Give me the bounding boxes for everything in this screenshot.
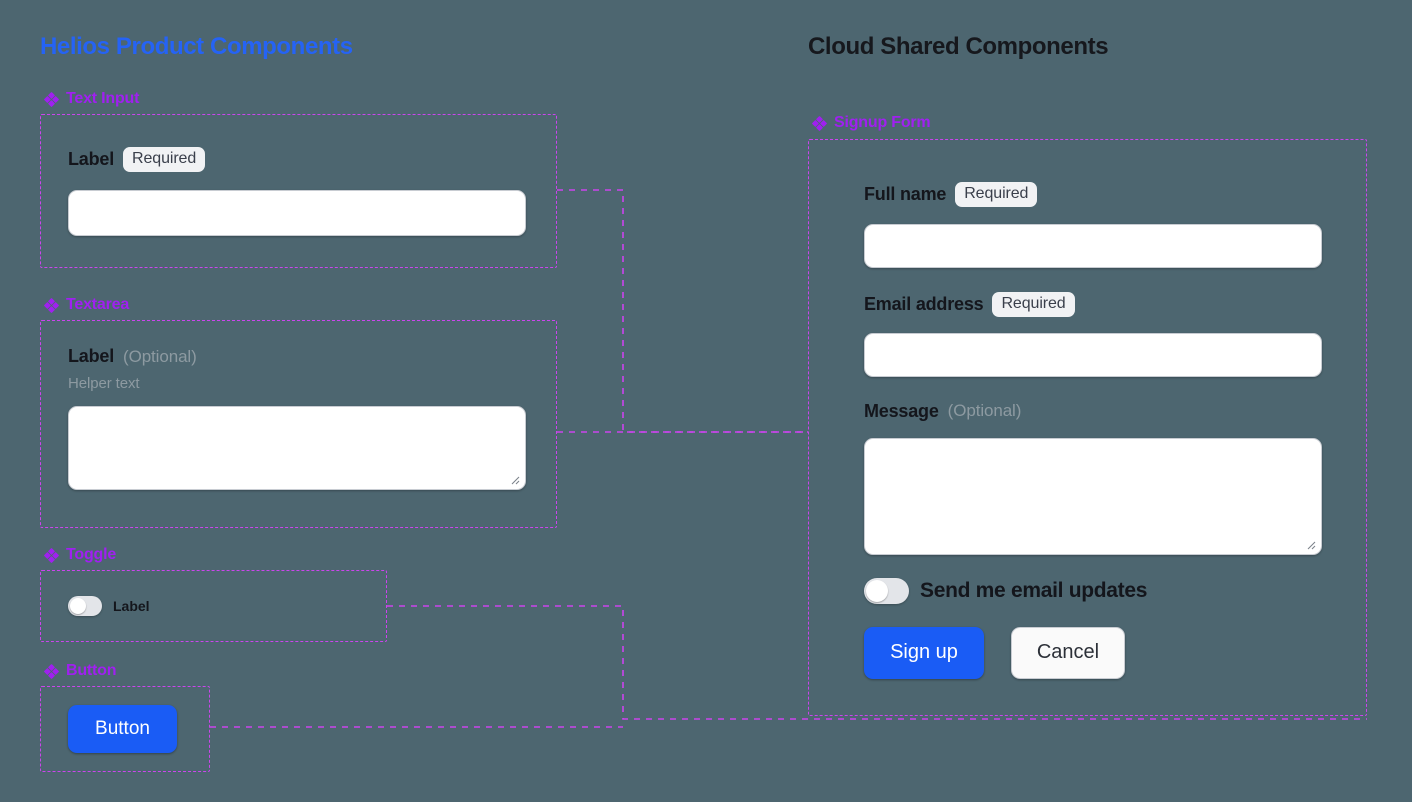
section-label-button: Button: [44, 662, 117, 680]
component-box-signup-form: Full name Required Email address Require…: [808, 139, 1367, 716]
component-box-text-input: Label Required: [40, 114, 557, 268]
resize-grip-icon[interactable]: [508, 473, 520, 485]
textarea-helper-text: Helper text: [68, 375, 140, 392]
component-box-button: Button: [40, 686, 210, 772]
email-updates-switch[interactable]: [864, 577, 909, 604]
diamond-icon: [44, 297, 59, 313]
textarea-label: Label: [68, 346, 115, 366]
toggle-switch[interactable]: [68, 596, 102, 616]
section-label-text: Button: [66, 662, 117, 679]
email-input[interactable]: [864, 332, 1322, 377]
toggle-label: Label: [113, 598, 150, 614]
cancel-button[interactable]: Cancel: [1011, 626, 1125, 679]
message-textarea[interactable]: [864, 437, 1322, 555]
message-label-row: Message (Optional): [864, 401, 1366, 422]
section-label-signup-form: Signup Form: [812, 114, 931, 132]
sign-up-button[interactable]: Sign up: [864, 626, 984, 679]
section-label-toggle: Toggle: [44, 546, 116, 564]
section-label-text: Toggle: [66, 546, 117, 563]
left-column-title: Helios Product Components: [40, 33, 353, 60]
email-updates-label: Send me email updates: [920, 578, 1148, 602]
section-label-text: Signup Form: [834, 114, 931, 131]
text-input-field[interactable]: [68, 189, 526, 236]
diamond-icon: [44, 91, 59, 107]
email-label: Email address: [864, 293, 984, 314]
full-name-label: Full name: [864, 183, 947, 204]
right-column-title: Cloud Shared Components: [808, 33, 1109, 60]
section-label-text: Text Input: [66, 90, 140, 107]
email-label-row: Email address Required: [864, 291, 1366, 317]
textarea-label-row: Label (Optional): [68, 346, 556, 367]
email-updates-toggle-row[interactable]: Send me email updates: [864, 577, 1366, 604]
section-label-textarea: Textarea: [44, 296, 129, 314]
message-label: Message: [864, 400, 939, 421]
section-label-text: Textarea: [66, 296, 130, 313]
text-input-label: Label: [68, 148, 115, 169]
diamond-icon: [44, 547, 59, 563]
diamond-icon: [44, 663, 59, 679]
textarea-field[interactable]: [68, 406, 526, 490]
required-badge: Required: [955, 182, 1038, 207]
form-actions: Sign up Cancel: [864, 626, 1366, 679]
message-optional-tag: (Optional): [947, 401, 1022, 421]
required-badge: Required: [123, 147, 206, 172]
diamond-icon: [812, 115, 827, 131]
toggle-row[interactable]: Label: [68, 596, 386, 616]
component-box-textarea: Label (Optional) Helper text: [40, 320, 557, 528]
text-input-label-row: Label Required: [68, 147, 556, 172]
textarea-optional-tag: (Optional): [123, 346, 197, 366]
resize-grip-icon[interactable]: [1304, 538, 1316, 550]
section-label-text-input: Text Input: [44, 90, 139, 108]
required-badge: Required: [992, 291, 1075, 317]
toggle-knob: [70, 598, 86, 614]
component-box-toggle: Label: [40, 570, 387, 642]
full-name-label-row: Full name Required: [864, 182, 1366, 207]
toggle-knob: [866, 579, 888, 602]
demo-button[interactable]: Button: [68, 705, 177, 753]
full-name-input[interactable]: [864, 223, 1322, 268]
